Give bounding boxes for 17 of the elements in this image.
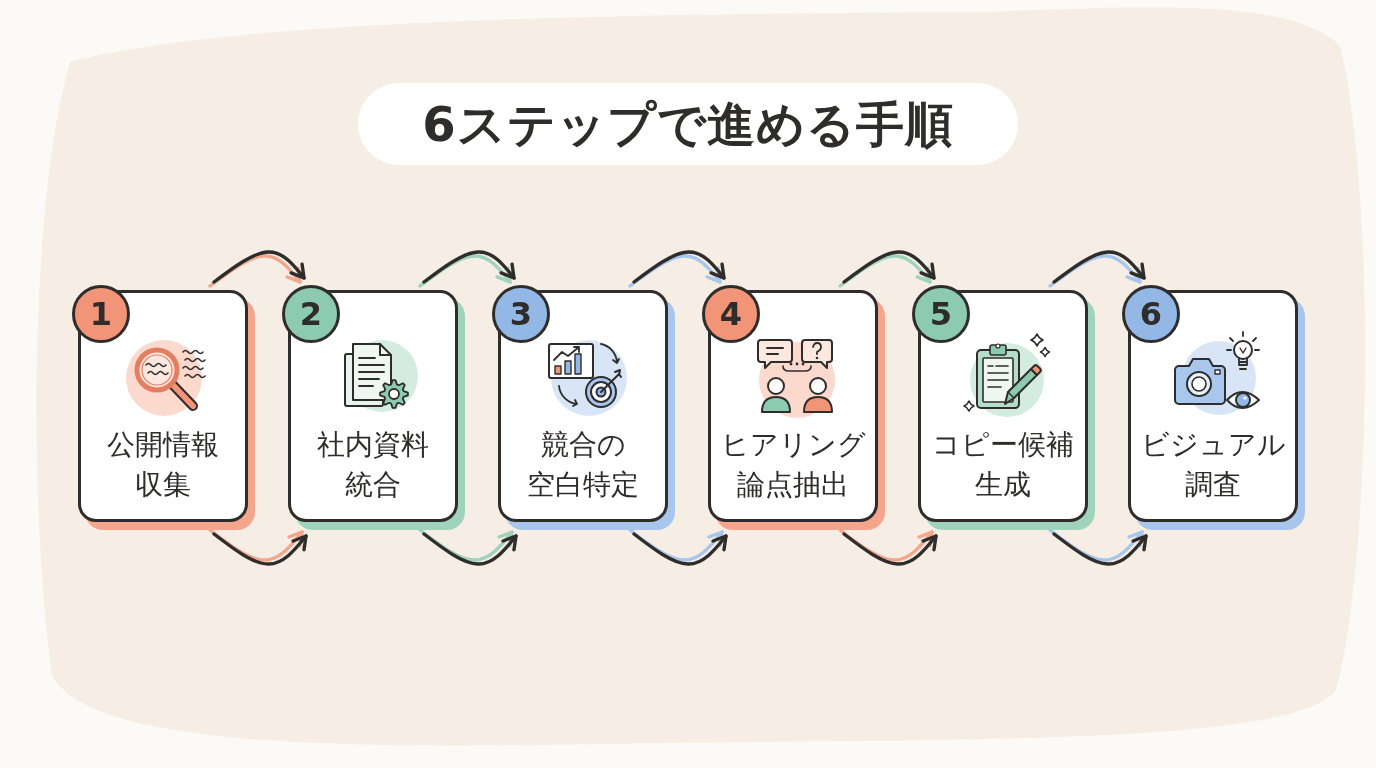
curved-arrow — [1052, 532, 1148, 566]
curved-arrow — [632, 250, 726, 284]
curved-arrow — [842, 250, 936, 284]
curved-arrow — [1052, 250, 1146, 284]
curved-arrow — [842, 532, 938, 566]
step-label: ヒアリング論点抽出 — [719, 427, 867, 503]
title: 6ステップで進める手順 — [358, 83, 1018, 165]
step-label: コピー候補生成 — [931, 427, 1075, 503]
step-label: 競合の空白特定 — [526, 427, 640, 503]
curved-arrow — [212, 532, 308, 566]
curved-arrow — [212, 250, 306, 284]
step-label: 社内資料統合 — [316, 427, 430, 503]
curved-arrow — [422, 532, 518, 566]
step-label: 公開情報収集 — [106, 427, 220, 503]
curved-arrow — [632, 532, 728, 566]
step-label: ビジュアル調査 — [1139, 427, 1287, 503]
curved-arrow — [422, 250, 516, 284]
